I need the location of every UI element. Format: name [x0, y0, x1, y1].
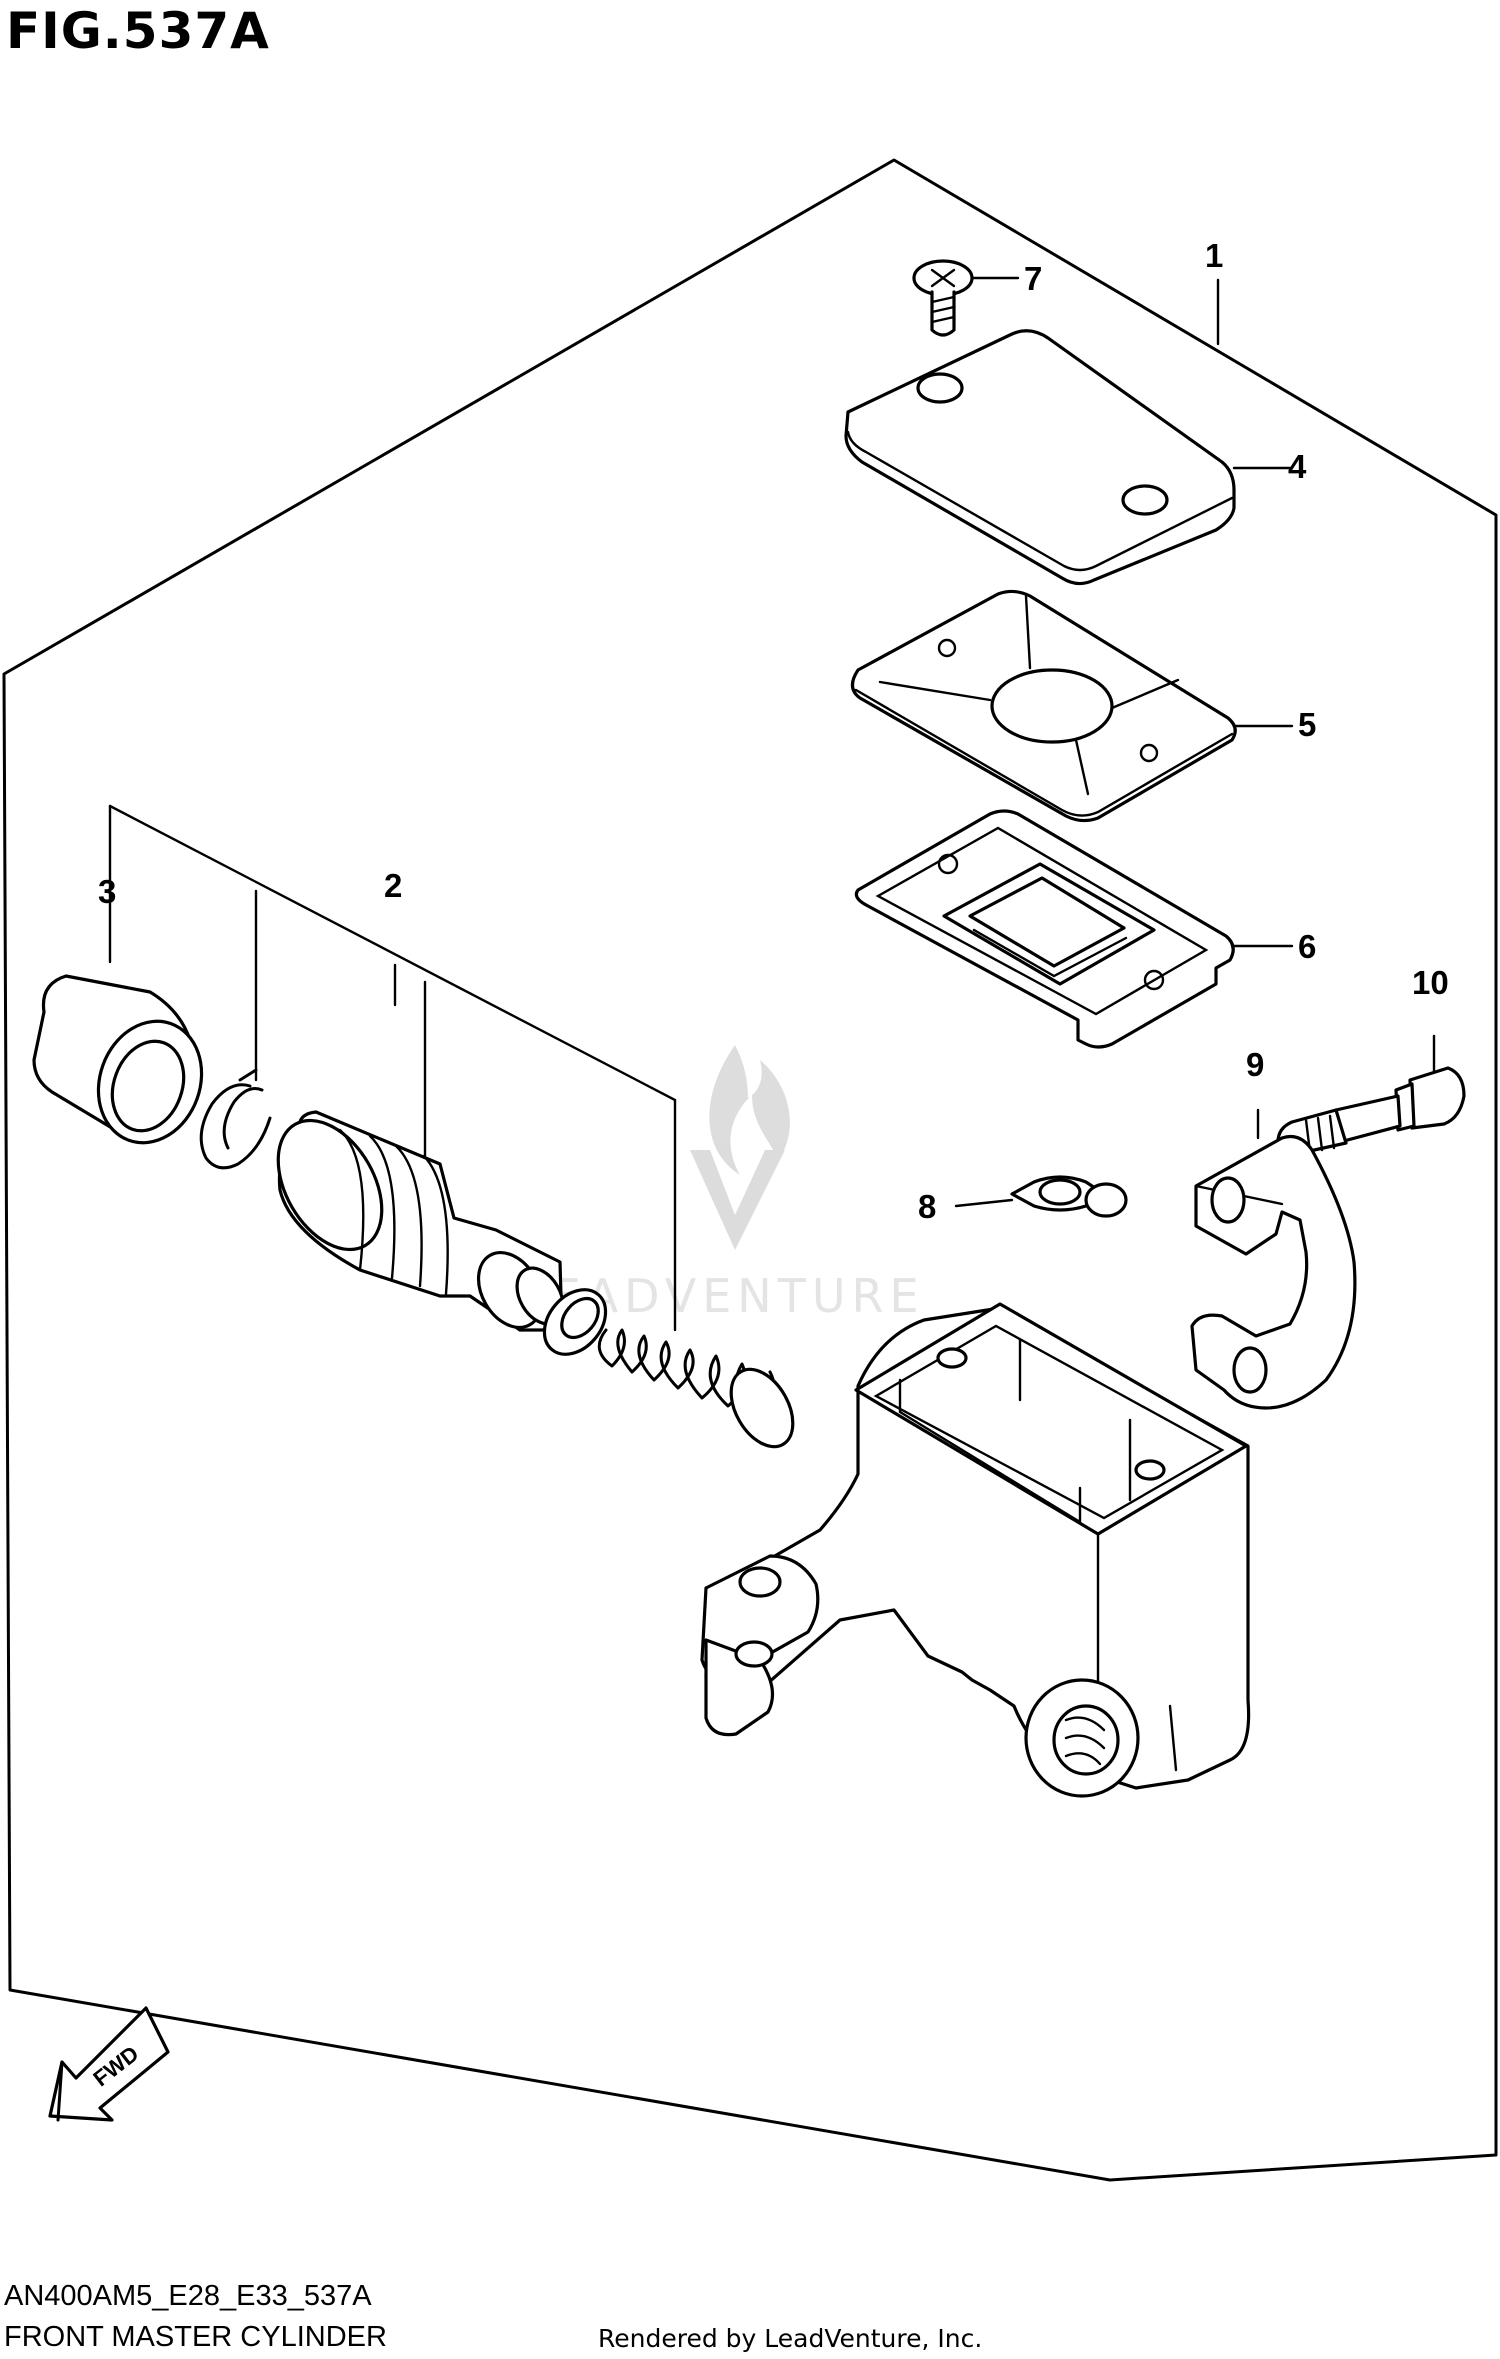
- part-3-boot: [32, 974, 204, 1145]
- watermark-logo: LEADVENTURE: [520, 1045, 919, 1323]
- callout-7: 7: [1024, 260, 1042, 297]
- callout-8: 8: [918, 1188, 936, 1225]
- secondary-seal: [542, 1288, 608, 1356]
- part-9-clamp: [1190, 1108, 1357, 1410]
- master-cylinder-body: [700, 1302, 1251, 1798]
- render-credit: Rendered by LeadVenture, Inc.: [598, 2324, 983, 2353]
- callout-9: 9: [1246, 1046, 1264, 1083]
- callout-labels: 1 2 3 4 5 6 7 8 9 10: [98, 237, 1449, 1225]
- assembly-boundary: [2, 158, 1498, 2182]
- callout-5: 5: [1298, 706, 1316, 743]
- fwd-arrow: FWD: [48, 2006, 170, 2122]
- part-5-diaphragm-plate: [850, 589, 1294, 823]
- callout-4: 4: [1288, 448, 1307, 485]
- spring: [597, 1328, 795, 1449]
- figure-title: FIG.537A: [6, 2, 270, 60]
- diagram-name: FRONT MASTER CYLINDER: [4, 2321, 387, 2353]
- circlip: [199, 1068, 272, 1170]
- part-7-screw: [912, 259, 1020, 337]
- part-10-bolt: [1276, 1034, 1466, 1156]
- leader-lines-2-3: [108, 804, 677, 1332]
- callout-2: 2: [384, 867, 402, 904]
- part-4-reservoir-cap: [844, 329, 1294, 586]
- callout-3: 3: [98, 873, 116, 910]
- part-2-piston: [276, 1110, 565, 1332]
- callout-6: 6: [1298, 928, 1316, 965]
- diagram-code: AN400AM5_E28_E33_537A: [4, 2280, 372, 2312]
- part-8-nut: [954, 1175, 1128, 1218]
- callout-1: 1: [1205, 237, 1223, 274]
- callout-10: 10: [1412, 964, 1449, 1001]
- part-6-gasket: [854, 809, 1294, 1049]
